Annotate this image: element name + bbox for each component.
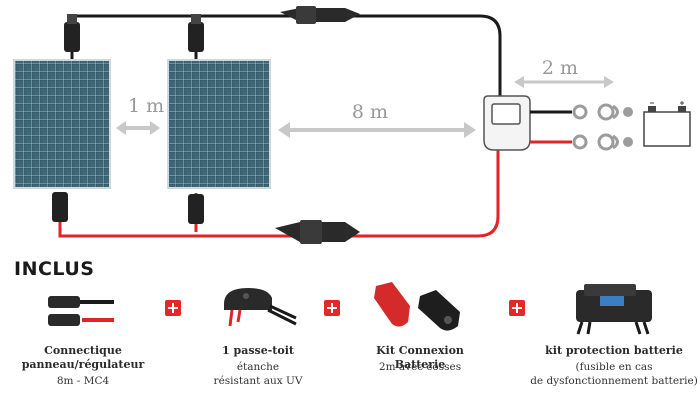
mc4-connector-top-right: [188, 14, 204, 52]
item-description-line: de dysfonctionnement batterie): [530, 375, 698, 387]
mc4-connector-bottom-right: [188, 194, 204, 224]
mc4-cable-icon: [48, 296, 114, 326]
panel-gap-label: 1 m: [128, 95, 164, 117]
mc4-y-connector-bottom: [275, 220, 360, 244]
item-title-line: Connectique: [44, 344, 122, 357]
included-item-mc4: Connectique panneau/régulateur 8m - MC4: [18, 280, 148, 400]
panel-gap-arrow: [116, 121, 160, 135]
item-description-line: résistant aux UV: [213, 375, 303, 387]
item-description-line: étanche: [236, 361, 280, 373]
battery-clamps-icon: [374, 282, 460, 331]
included-item-battery-kit: Kit Connexion Batterie 2m avec cosses: [352, 280, 488, 400]
mc4-y-connector-top: [280, 6, 360, 24]
panel-to-regulator-arrow: [278, 122, 476, 138]
plus-icon: [509, 300, 525, 316]
solar-panel-right: [167, 59, 271, 189]
item-description-line: (fusible en cas: [575, 361, 653, 373]
regulator-to-battery-arrow: [514, 76, 614, 88]
solar-panel-left: [13, 59, 111, 189]
fuse-holder-icon: [576, 284, 652, 335]
mc4-connector-top-left: [64, 14, 80, 52]
negative-cable: [70, 14, 502, 98]
battery: [643, 101, 691, 147]
plus-icon: [165, 300, 181, 316]
terminal-nut-positive: [623, 137, 633, 147]
item-description-line: 2m avec cosses: [378, 361, 462, 373]
included-item-roof-gland: 1 passe-toit étanche résistant aux UV: [196, 280, 320, 400]
charge-regulator: [483, 95, 531, 151]
item-title-line: 1 passe-toit: [222, 344, 294, 357]
item-title-line: kit protection batterie: [545, 344, 683, 357]
item-title-line: Kit Connexion Batterie: [376, 344, 464, 371]
regulator-to-battery-label: 2 m: [542, 57, 578, 79]
item-title-line: panneau/régulateur: [21, 358, 145, 371]
roof-gland-icon: [224, 288, 297, 327]
plus-icon: [324, 300, 340, 316]
included-item-protection-kit: kit protection batterie (fusible en cas …: [530, 280, 698, 400]
terminal-nut-negative: [623, 107, 633, 117]
positive-cable: [58, 150, 500, 238]
ring-terminal-negative: [572, 103, 619, 121]
ring-terminal-positive: [572, 133, 619, 151]
mc4-connector-bottom-left: [52, 192, 68, 222]
panel-to-regulator-label: 8 m: [352, 101, 388, 123]
item-description-line: 8m - MC4: [56, 375, 110, 387]
solar-kit-diagram: 1 m 8 m 2 m: [13, 6, 691, 244]
included-heading: INCLUS: [14, 258, 95, 280]
